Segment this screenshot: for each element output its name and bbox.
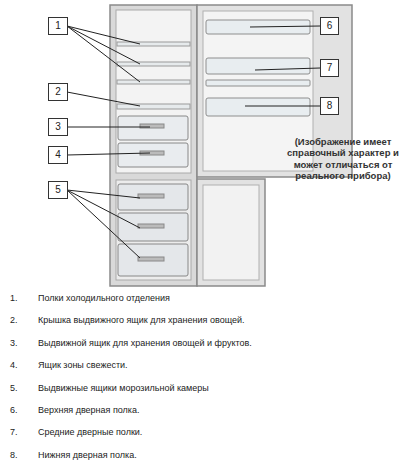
list-number: 8. xyxy=(10,450,18,460)
list-item: Полки холодильного отделения xyxy=(38,293,170,303)
callout-number: 8 xyxy=(327,101,333,111)
list-item: Выдвижные ящики морозильной камеры xyxy=(38,383,209,393)
list-number: 2. xyxy=(10,315,18,325)
list-item: Выдвижной ящик для хранения овощей и фру… xyxy=(38,338,252,348)
callout-box: 7 xyxy=(320,59,339,77)
list-number: 6. xyxy=(10,405,18,415)
list-item: Нижняя дверная полка. xyxy=(38,450,137,460)
callout-box: 8 xyxy=(320,97,339,115)
callout-number: 4 xyxy=(55,150,61,160)
callout-box: 2 xyxy=(48,83,68,101)
callout-box: 4 xyxy=(48,146,68,164)
list-number: 4. xyxy=(10,360,18,370)
callout-box: 6 xyxy=(320,17,339,35)
callout-box: 1 xyxy=(48,17,68,35)
callout-number: 6 xyxy=(327,21,333,31)
list-number: 1. xyxy=(10,293,18,303)
list-number: 5. xyxy=(10,383,18,393)
list-item: Верхняя дверная полка. xyxy=(38,405,140,415)
leader-lines xyxy=(67,26,320,258)
callout-number: 7 xyxy=(327,63,333,73)
callout-number: 5 xyxy=(55,185,61,195)
list-number: 7. xyxy=(10,427,18,437)
callout-number: 2 xyxy=(55,87,61,97)
callout-box: 5 xyxy=(48,181,68,199)
callout-number: 3 xyxy=(55,122,61,132)
callout-box: 3 xyxy=(48,118,68,136)
list-number: 3. xyxy=(10,338,18,348)
list-item: Крышка выдвижного ящик для хранения овощ… xyxy=(38,315,244,325)
disclaimer-note: (Изображение имеет справочный характер и… xyxy=(272,136,414,182)
callout-number: 1 xyxy=(55,21,61,31)
list-item: Ящик зоны свежести. xyxy=(38,360,128,370)
list-item: Средние дверные полки. xyxy=(38,427,142,437)
